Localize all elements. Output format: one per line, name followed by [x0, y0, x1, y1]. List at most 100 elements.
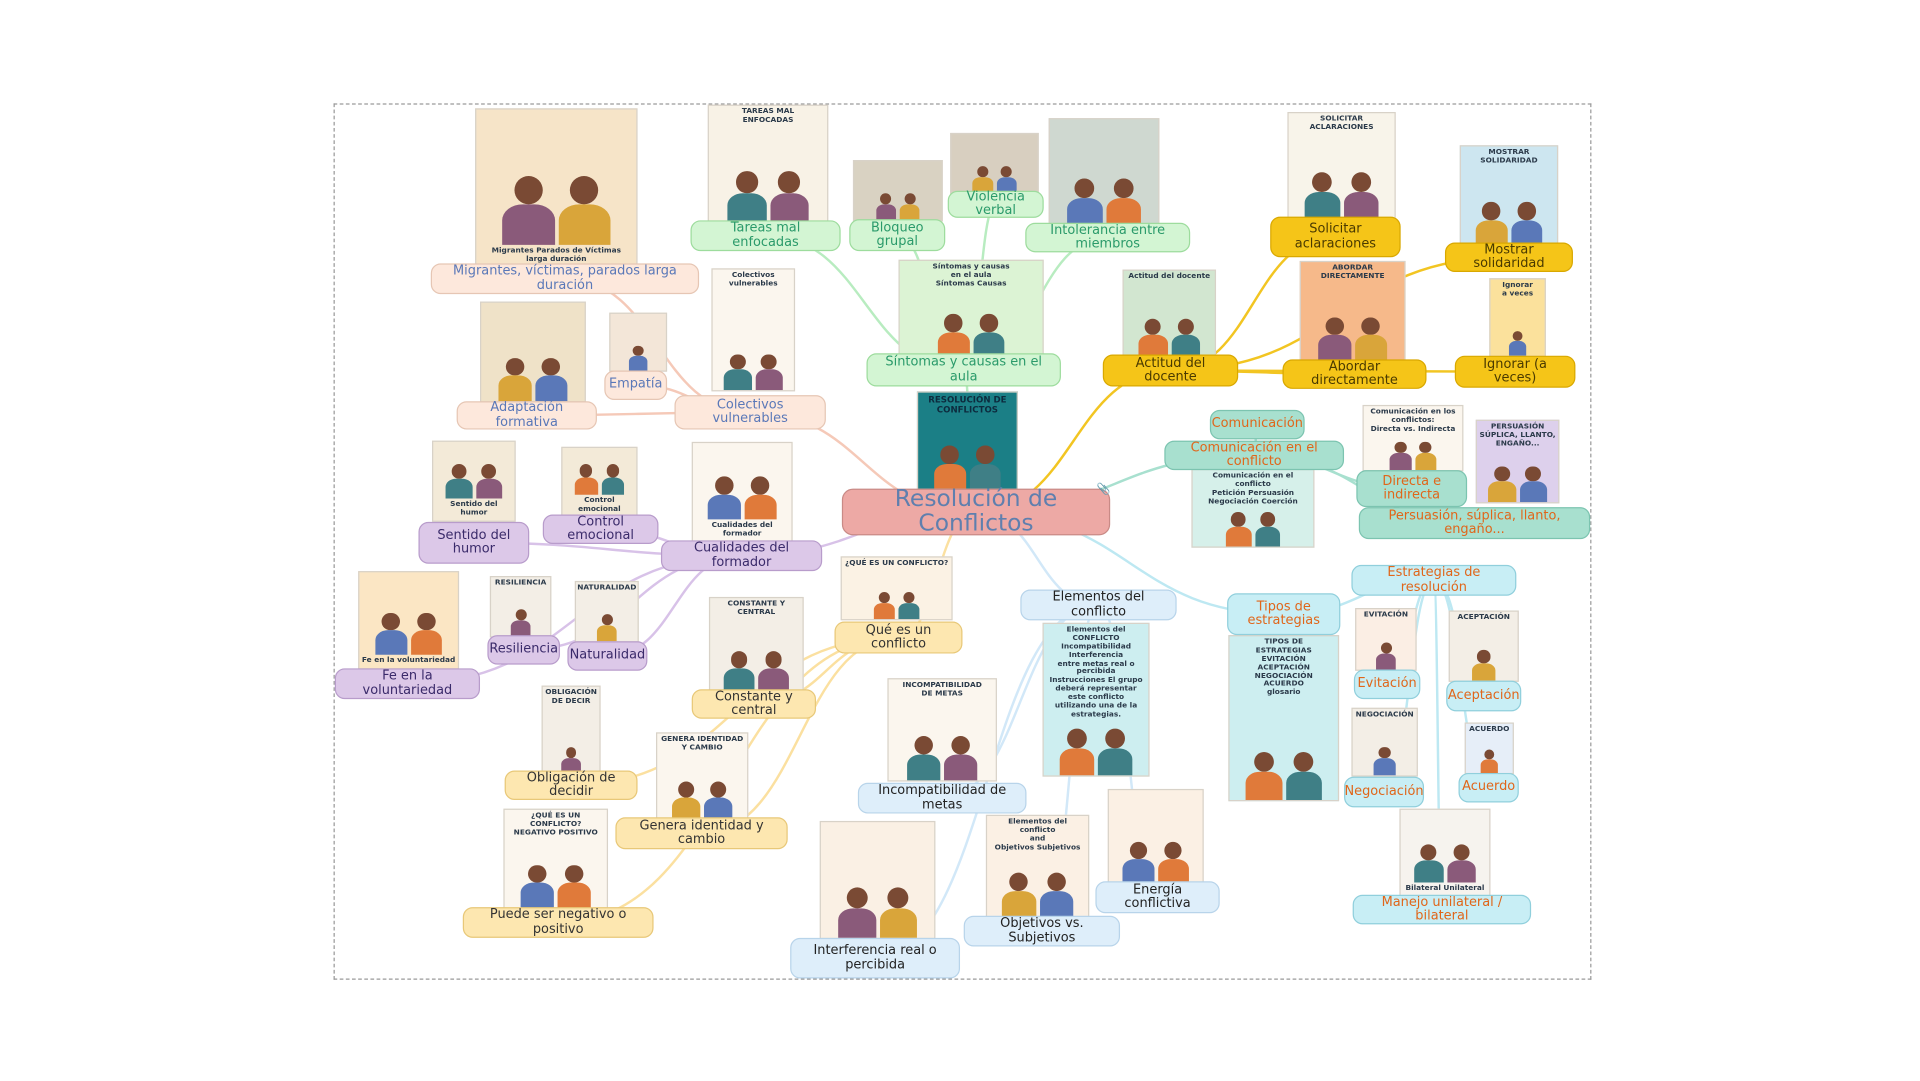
topic-label: Interferencia real o percibida — [813, 943, 937, 972]
topic-node-puede[interactable]: Puede ser negativo o positivo — [462, 907, 654, 938]
illustration-que_es[interactable]: ¿QUÉ ES UN CONFLICTO? — [840, 556, 953, 621]
topic-node-cualidades[interactable]: Cualidades del formador — [660, 540, 823, 572]
illustration-naturalidad[interactable]: NATURALIDAD — [574, 580, 639, 643]
topic-node-evitacion[interactable]: Evitación — [1353, 669, 1421, 700]
topic-node-abordar[interactable]: Abordar directamente — [1282, 359, 1427, 389]
topic-node-aceptacion[interactable]: Aceptación — [1446, 680, 1522, 712]
topic-node-negociacion[interactable]: Negociación — [1344, 776, 1425, 808]
illustration-negociacion[interactable]: NEGOCIACIÓN — [1351, 707, 1418, 777]
topic-node-constante[interactable]: Constante y central — [691, 689, 817, 719]
illustration-aceptacion[interactable]: ACEPTACIÓN — [1448, 610, 1519, 682]
topic-node-persuasion[interactable]: Persuasión, súplica, llanto, engaño... — [1358, 507, 1591, 540]
caption-line: en el aula — [950, 270, 992, 280]
illustration-actitud[interactable]: Actitud del docente — [1122, 269, 1217, 359]
illustration-humor[interactable]: Sentido del humor — [432, 440, 516, 522]
people-figure-icon — [491, 591, 550, 637]
topic-node-humor[interactable]: Sentido del humor — [418, 521, 530, 564]
topic-node-resiliencia[interactable]: Resiliencia — [487, 635, 561, 665]
illustration-caption: RESILIENCIA — [492, 577, 548, 590]
topic-node-sintomas[interactable]: Síntomas y causas en el aula — [866, 353, 1061, 387]
topic-node-com_conflicto[interactable]: Comunicación en el conflicto — [1164, 440, 1345, 471]
illustration-resiliencia[interactable]: RESILIENCIA — [489, 576, 552, 638]
topic-label: Tipos de estrategias — [1247, 599, 1320, 628]
topic-node-violencia[interactable]: Violencia verbal — [947, 190, 1044, 218]
illustration-violencia[interactable] — [950, 132, 1039, 195]
people-figure-icon — [693, 443, 791, 520]
people-figure-icon — [918, 417, 1016, 489]
topic-node-center[interactable]: Resolución de Conflictos — [841, 485, 1111, 537]
illustration-intolerancia[interactable] — [1048, 118, 1160, 227]
illustration-fe[interactable]: Fe en la voluntariedad — [358, 571, 460, 670]
topic-node-energia[interactable]: Energía conflictiva — [1095, 881, 1220, 914]
illustration-empatia[interactable] — [609, 312, 668, 372]
topic-node-colectivos[interactable]: Colectivos vulnerables — [674, 395, 826, 430]
topic-node-fe[interactable]: Fe en la voluntariedad — [334, 668, 481, 700]
topic-node-objetivos[interactable]: Objetivos vs. Subjetivos — [963, 915, 1121, 947]
topic-node-comunicacion[interactable]: Comunicación — [1209, 409, 1305, 440]
caption-line: entre metas real o percibida — [1057, 659, 1135, 677]
topic-node-tipos[interactable]: Tipos de estrategias — [1227, 593, 1341, 636]
topic-node-migrantes[interactable]: Migrantes, víctimas, parados larga durac… — [430, 263, 700, 295]
topic-label: Colectivos vulnerables — [712, 397, 788, 426]
illustration-energia[interactable] — [1107, 788, 1204, 885]
topic-node-control[interactable]: Control emocional — [542, 514, 659, 545]
topic-node-tareas[interactable]: Tareas mal enfocadas — [690, 220, 841, 252]
illustration-caption: Control emocional — [562, 495, 636, 517]
illustration-adaptacion[interactable] — [480, 301, 586, 403]
topic-node-elementos[interactable]: Elementos del conflicto — [1020, 589, 1177, 621]
illustration-bloqueo[interactable] — [852, 160, 943, 222]
topic-node-acuerdo[interactable]: Acuerdo — [1458, 772, 1519, 803]
topic-node-manejo[interactable]: Manejo unilateral / bilateral — [1352, 894, 1532, 925]
illustration-acuerdo[interactable]: ACUERDO — [1464, 722, 1514, 775]
topic-label: Control emocional — [567, 514, 634, 543]
people-figure-icon — [889, 701, 996, 781]
topic-node-que_es[interactable]: Qué es un conflicto — [834, 621, 963, 654]
topic-node-naturalidad[interactable]: Naturalidad — [567, 641, 648, 671]
topic-node-incompat[interactable]: Incompatibilidad de metas — [857, 782, 1027, 814]
topic-node-bloqueo[interactable]: Bloqueo grupal — [849, 219, 946, 252]
caption-line: TAREAS MAL — [741, 107, 795, 116]
topic-node-ignorar[interactable]: Ignorar (a veces) — [1454, 355, 1576, 388]
illustration-manejo[interactable]: Bilateral Unilateral — [1399, 808, 1491, 898]
attachment-icon[interactable]: 📎 — [1096, 483, 1111, 497]
illustration-directa[interactable]: Comunicación en los conflictos:Directa v… — [1362, 404, 1464, 472]
topic-node-intolerancia[interactable]: Intolerancia entre miembros — [1025, 222, 1191, 253]
topic-node-genera[interactable]: Genera identidad y cambio — [615, 817, 788, 850]
topic-node-estrategias[interactable]: Estrategias de resolución — [1351, 564, 1517, 596]
illustration-evitacion[interactable]: EVITACIÓN — [1355, 608, 1417, 671]
topic-node-solicitar[interactable]: Solicitar aclaraciones — [1270, 216, 1401, 258]
topic-node-mostrar[interactable]: Mostrar solidaridad — [1444, 242, 1573, 273]
topic-node-actitud[interactable]: Actitud del docente — [1102, 354, 1239, 387]
illustration-interferencia[interactable] — [819, 820, 936, 940]
topic-node-adaptacion[interactable]: Adaptación formativa — [456, 401, 597, 430]
caption-line: Y CAMBIO — [681, 743, 723, 752]
topic-node-interferencia[interactable]: Interferencia real o percibida — [790, 937, 961, 979]
topic-node-directa[interactable]: Directa e indirecta — [1356, 470, 1468, 508]
topic-label: Abordar directamente — [1311, 359, 1398, 388]
topic-label: Resolución de Conflictos — [894, 485, 1058, 537]
topic-node-empatia[interactable]: Empatía — [604, 370, 668, 401]
topic-node-obligacion[interactable]: Obligación de decidir — [504, 770, 638, 801]
illustration-control[interactable]: Control emocional — [561, 446, 638, 519]
